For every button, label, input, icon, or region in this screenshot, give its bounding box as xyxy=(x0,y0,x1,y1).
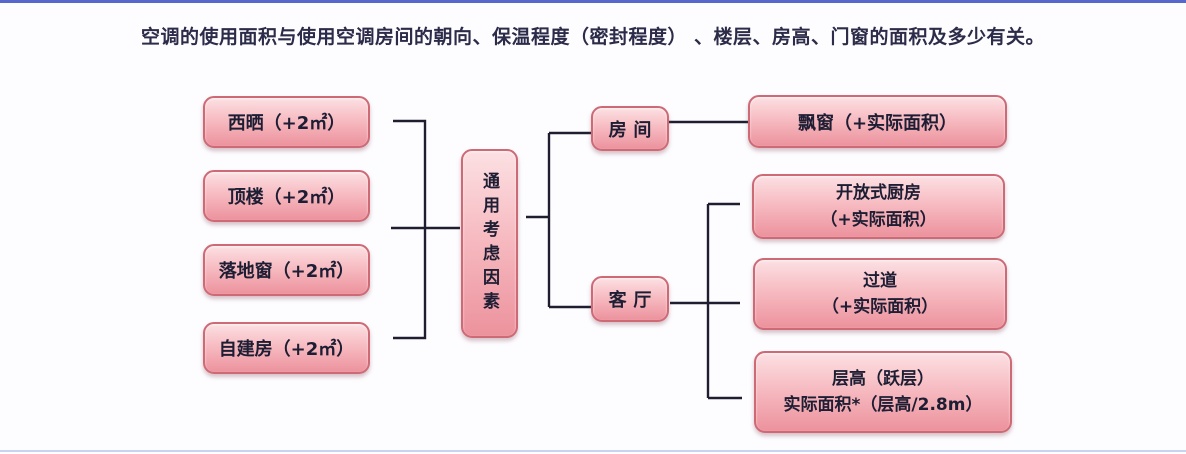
title-text: 空调的使用面积与使用空调房间的朝向、保温程度（密封程度） 、楼层、房高、门窗的面… xyxy=(140,26,1046,48)
factor-box-west-sun: 西晒（+2㎡） xyxy=(203,96,370,148)
bottom-border-rule xyxy=(0,450,1186,452)
leaf-box-ceiling-height: 层高（跃层） 实际面积*（层高/2.8m） xyxy=(754,351,1012,433)
node-label: 房间 xyxy=(608,119,659,141)
node-label-line1: 层高（跃层） xyxy=(832,368,934,389)
factor-box-french-window: 落地窗（+2㎡） xyxy=(203,244,370,296)
node-label-line2: 实际面积*（层高/2.8m） xyxy=(783,395,983,415)
node-label: 落地窗（+2㎡） xyxy=(218,261,355,282)
node-label-line1: 开放式厨房 xyxy=(836,183,921,204)
node-label: 通用考虑因素 xyxy=(479,171,499,316)
node-label-line1: 过道 xyxy=(863,270,897,291)
left-bracket-line xyxy=(393,119,427,340)
leaf-box-bay-window: 飘窗（+实际面积） xyxy=(748,95,1007,148)
factor-box-top-floor: 顶楼（+2㎡） xyxy=(203,170,370,222)
center-box-general-factors: 通用考虑因素 xyxy=(461,149,518,338)
node-label: 客厅 xyxy=(608,290,659,311)
leaf-box-open-kitchen: 开放式厨房 （+实际面积） xyxy=(752,174,1005,239)
node-label: 顶楼（+2㎡） xyxy=(227,187,346,208)
node-label: 飘窗（+实际面积） xyxy=(797,112,958,134)
branch-box-room: 房间 xyxy=(591,106,669,151)
leaf-box-corridor: 过道 （+实际面积） xyxy=(753,258,1007,330)
node-label-line2: （+实际面积） xyxy=(821,297,939,317)
factor-box-self-built-house: 自建房（+2㎡） xyxy=(203,322,370,374)
node-label: 西晒（+2㎡） xyxy=(227,113,346,134)
node-label-line2: （+实际面积） xyxy=(820,209,937,230)
branch-box-living-room: 客厅 xyxy=(591,276,669,322)
top-border-rule xyxy=(0,0,1186,3)
node-label: 自建房（+2㎡） xyxy=(218,339,355,360)
